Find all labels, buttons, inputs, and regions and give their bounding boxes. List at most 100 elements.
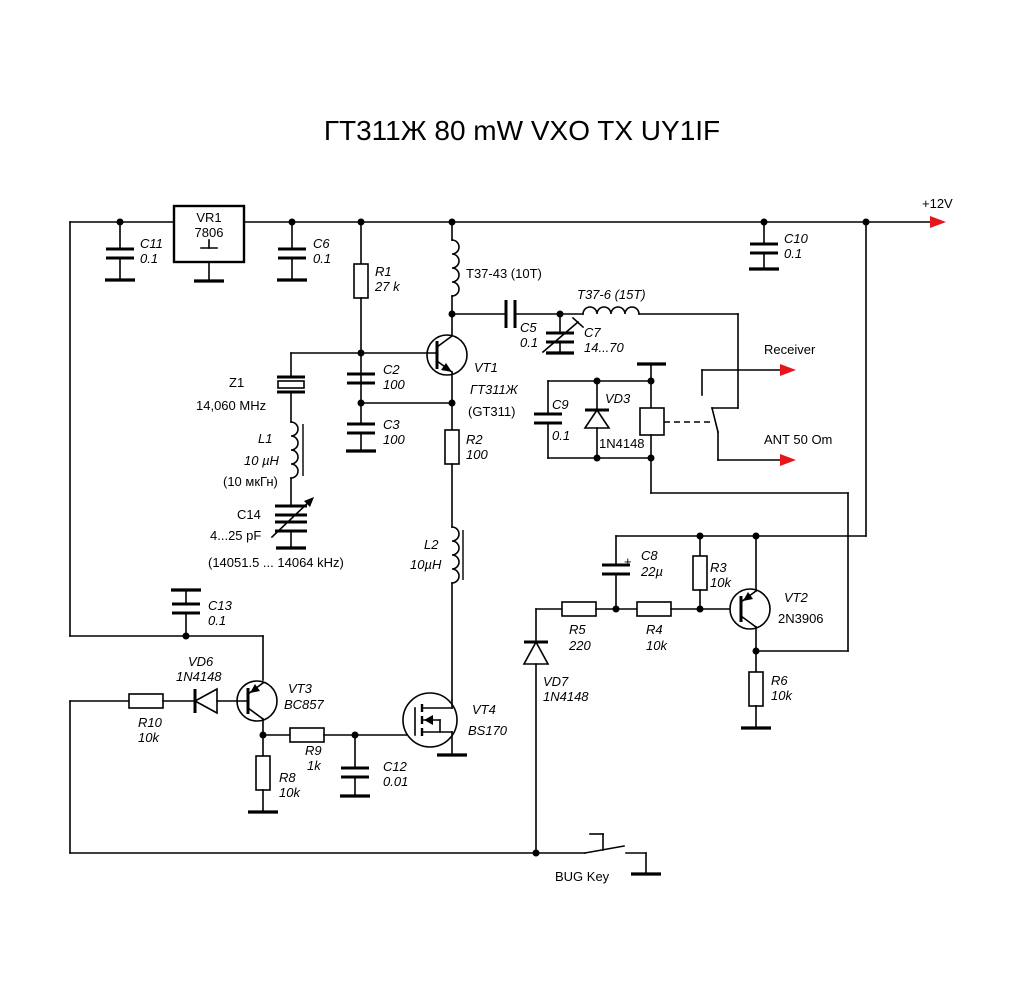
- regulator-vr1: VR1 7806: [172, 204, 246, 283]
- l1-value: 10 µH: [244, 453, 280, 468]
- supply-label: +12V: [922, 196, 953, 211]
- r5-ref: R5: [569, 622, 586, 637]
- t37-6-label: T37-6 (15T): [577, 287, 646, 302]
- l1-ref: L1: [258, 431, 272, 446]
- c11-ref: C11: [140, 236, 163, 251]
- transistor-vt1: VT1 ГТ311Ж (GT311): [360, 310, 519, 419]
- resistor-r2: R2 100: [444, 402, 488, 528]
- c2-value: 100: [383, 377, 405, 392]
- r3-ref: R3: [710, 560, 727, 575]
- r8-value: 10k: [279, 785, 301, 800]
- c5-value: 0.1: [520, 335, 538, 350]
- c14-ref: C14: [237, 507, 261, 522]
- receiver-arrow-icon: [780, 364, 796, 376]
- vr1-value: 7806: [195, 225, 224, 240]
- c3-value: 100: [383, 432, 405, 447]
- crystal-z1: Z1 14,060 MHz: [196, 352, 362, 423]
- supply-arrow-icon: [930, 216, 946, 228]
- vt2-stage: + C8 22µ R3 10k R5 220 R4 10k VT2 2N3906: [535, 221, 867, 730]
- vt2-value: 2N3906: [778, 611, 824, 626]
- vt3-stage: VT3 BC857 VD6 1N4148 R10 10k R8 10k R9 1…: [69, 635, 416, 854]
- capacitor-c3: C3 100: [346, 399, 456, 453]
- vr1-ref: VR1: [196, 210, 221, 225]
- resistor-r1: R1 27 k: [353, 221, 401, 404]
- c8-polarity: +: [624, 554, 632, 569]
- r6-ref: R6: [771, 673, 788, 688]
- relay-block: C9 0.1 VD3 1N4148 Receiver ANT 50 Om: [534, 342, 849, 652]
- capacitor-c2: C2 100: [347, 349, 405, 392]
- c2-ref: C2: [383, 362, 400, 377]
- inductor-l1: L1 10 µH (10 мкГн): [223, 421, 304, 506]
- c11-value: 0.1: [140, 251, 158, 266]
- t37-43-label: T37-43 (10T): [466, 266, 542, 281]
- c6-ref: C6: [313, 236, 330, 251]
- capacitor-c6: C6 0.1: [277, 221, 331, 282]
- vt1-ref: VT1: [474, 360, 498, 375]
- c8-ref: C8: [641, 548, 658, 563]
- capacitor-c10: C10 0.1: [749, 221, 809, 271]
- c14-range: (14051.5 ... 14064 kHz): [208, 555, 344, 570]
- c7-value: 14...70: [584, 340, 625, 355]
- r2-ref: R2: [466, 432, 483, 447]
- c10-value: 0.1: [784, 246, 802, 261]
- vt3-value: BC857: [284, 697, 325, 712]
- transformer-t37-43: T37-43 (10T): [451, 221, 542, 336]
- r9-value: 1k: [307, 758, 322, 773]
- c13-value: 0.1: [208, 613, 226, 628]
- z1-value: 14,060 MHz: [196, 398, 266, 413]
- r9-ref: R9: [305, 743, 322, 758]
- c6-value: 0.1: [313, 251, 331, 266]
- vt4-value: BS170: [468, 723, 508, 738]
- capacitor-c14: C14 4...25 pF (14051.5 ... 14064 kHz): [208, 497, 344, 570]
- antenna-label: ANT 50 Om: [764, 432, 832, 447]
- capacitor-c13: C13 0.1: [69, 588, 264, 640]
- capacitor-c7: C7 14...70: [541, 313, 625, 355]
- r4-value: 10k: [646, 638, 668, 653]
- vt2-ref: VT2: [784, 590, 809, 605]
- c3-ref: C3: [383, 417, 400, 432]
- vd7-ref: VD7: [543, 674, 569, 689]
- r4-ref: R4: [646, 622, 663, 637]
- vd6-ref: VD6: [188, 654, 214, 669]
- c13-ref: C13: [208, 598, 233, 613]
- c12-ref: C12: [383, 759, 408, 774]
- c7-ref: C7: [584, 325, 601, 340]
- c8-value: 22µ: [640, 564, 663, 579]
- vt1-value: ГТ311Ж: [470, 382, 519, 397]
- diagram-title: ГТ311Ж 80 mW VXO TX UY1IF: [324, 115, 720, 146]
- l2-ref: L2: [424, 537, 439, 552]
- key-line: VD7 1N4148 BUG Key: [69, 608, 661, 884]
- c5-ref: C5: [520, 320, 537, 335]
- vt3-ref: VT3: [288, 681, 313, 696]
- r10-value: 10k: [138, 730, 160, 745]
- c9-value: 0.1: [552, 428, 570, 443]
- vd6-value: 1N4148: [176, 669, 222, 684]
- capacitor-c11: C11 0.1: [105, 221, 163, 282]
- l2-value: 10µH: [410, 557, 442, 572]
- vd3-ref: VD3: [605, 391, 631, 406]
- z1-ref: Z1: [229, 375, 244, 390]
- inductor-l2: L2 10µH: [410, 526, 464, 701]
- r8-ref: R8: [279, 770, 296, 785]
- antenna-arrow-icon: [780, 454, 796, 466]
- r1-value: 27 k: [374, 279, 401, 294]
- vd3-value: 1N4148: [599, 436, 645, 451]
- c12-value: 0.01: [383, 774, 408, 789]
- r2-value: 100: [466, 447, 488, 462]
- r5-value: 220: [568, 638, 591, 653]
- vt1-alt: (GT311): [468, 404, 515, 419]
- output-network: C5 0.1 T37-6 (15T): [451, 287, 739, 409]
- l1-alt: (10 мкГн): [223, 474, 278, 489]
- vd7-value: 1N4148: [543, 689, 589, 704]
- c10-ref: C10: [784, 231, 809, 246]
- r3-value: 10k: [710, 575, 732, 590]
- vt4-ref: VT4: [472, 702, 496, 717]
- receiver-label: Receiver: [764, 342, 816, 357]
- r1-ref: R1: [375, 264, 392, 279]
- mosfet-vt4: VT4 BS170: [402, 692, 508, 757]
- bug-key-label[interactable]: BUG Key: [555, 869, 610, 884]
- c9-ref: C9: [552, 397, 569, 412]
- r6-value: 10k: [771, 688, 793, 703]
- r10-ref: R10: [138, 715, 163, 730]
